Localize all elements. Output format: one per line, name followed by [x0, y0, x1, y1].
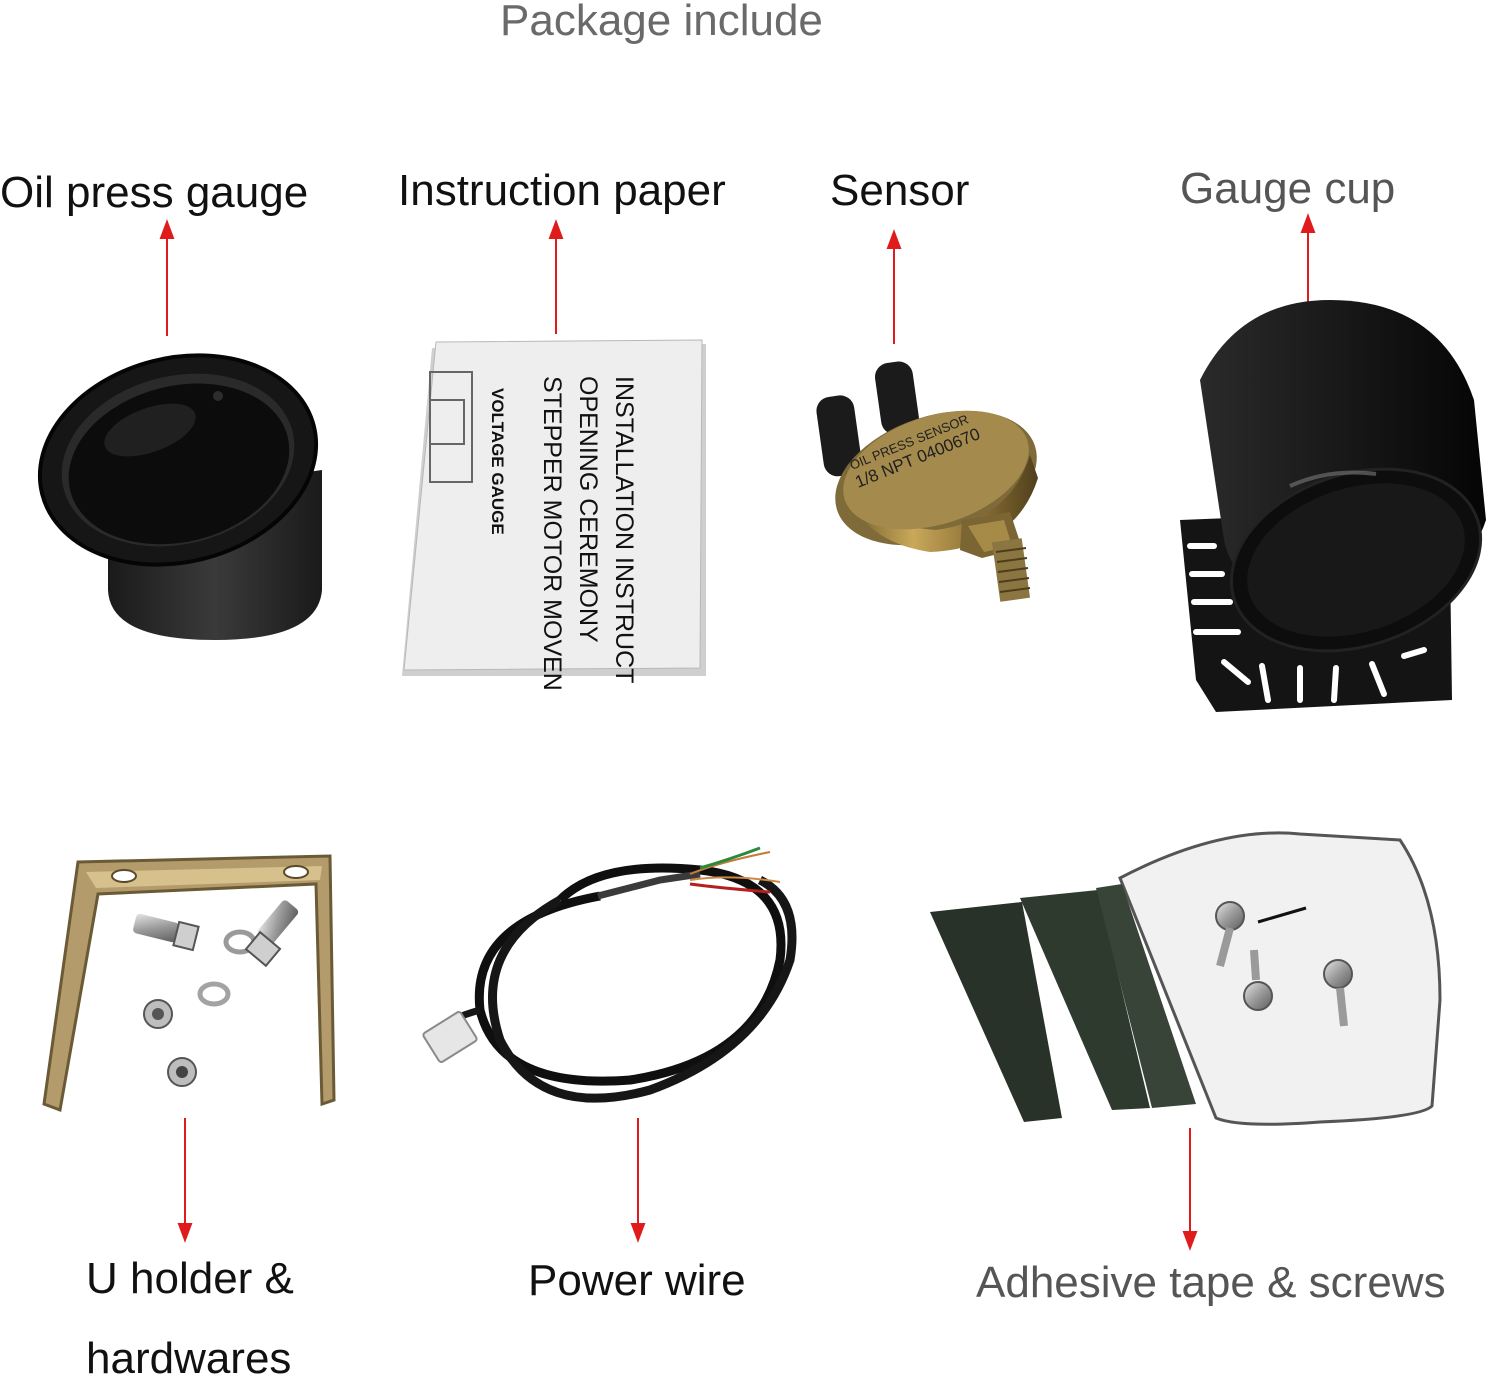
arrow-up-icon	[886, 229, 902, 344]
instruction-paper-image: INSTALLATION INSTRUCT OPENING CEREMONY S…	[402, 339, 706, 691]
power-wire-image	[422, 846, 797, 1103]
paper-line-2: OPENING CEREMONY	[574, 376, 602, 643]
arrow-down-icon	[1182, 1128, 1198, 1251]
label-oil-press-gauge: Oil press gauge	[0, 168, 309, 217]
hardware-pieces	[133, 900, 299, 1087]
oil-press-gauge-image	[37, 353, 322, 640]
label-power-wire: Power wire	[528, 1256, 746, 1305]
label-gauge-cup: Gauge cup	[1180, 164, 1396, 213]
paper-line-1: INSTALLATION INSTRUCT	[610, 376, 638, 683]
gauge-cup-image	[1180, 300, 1486, 712]
sensor-image: OIL PRESS SENSOR 1/8 NPT 0400670	[816, 361, 1038, 602]
label-instruction-paper: Instruction paper	[398, 166, 726, 215]
label-u-holder-line1: U holder &	[86, 1254, 294, 1303]
adhesive-tape-image	[930, 831, 1442, 1126]
label-u-holder-line2: hardwares	[86, 1334, 292, 1383]
screw-pieces	[1215, 901, 1353, 1027]
label-sensor: Sensor	[830, 166, 970, 215]
paper-line-3: STEPPER MOTOR MOVEN	[538, 376, 566, 691]
arrow-down-icon	[630, 1118, 646, 1243]
page-title: Package include	[500, 0, 823, 45]
paper-line-4: VOLTAGE GAUGE	[488, 388, 507, 535]
arrow-down-icon	[177, 1118, 193, 1243]
label-adhesive-tape-screws: Adhesive tape & screws	[976, 1258, 1446, 1307]
arrow-up-icon	[548, 219, 564, 334]
arrow-up-icon	[1300, 213, 1316, 304]
arrow-up-icon	[159, 219, 175, 336]
u-holder-image	[42, 854, 336, 1113]
